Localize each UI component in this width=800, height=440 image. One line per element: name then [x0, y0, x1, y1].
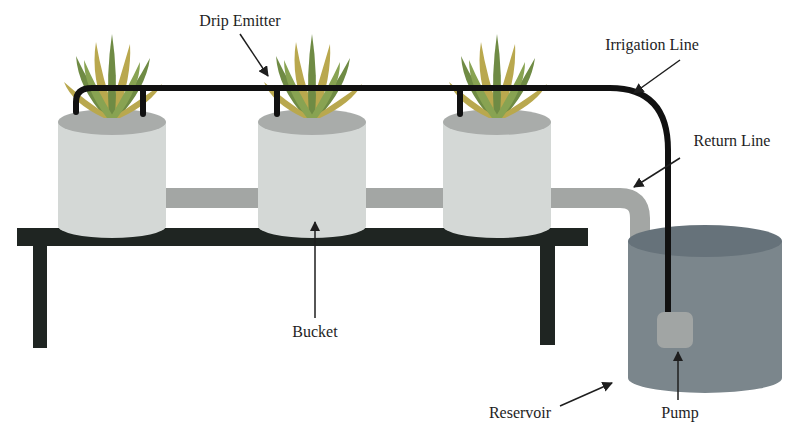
part-label: Drip Emitter	[199, 12, 280, 30]
bucket	[58, 109, 166, 238]
part-label: Reservoir	[489, 404, 551, 422]
leader-arrows	[240, 34, 680, 406]
bucket	[258, 109, 366, 238]
table-leg	[540, 240, 555, 345]
part-label: Bucket	[292, 323, 337, 341]
part-label: Return Line	[694, 132, 771, 150]
plant	[264, 34, 362, 118]
part-label: Pump	[661, 404, 698, 422]
part-label: Irrigation Line	[605, 36, 699, 54]
plant	[449, 34, 547, 118]
return-line	[160, 188, 640, 245]
bucket	[443, 109, 551, 238]
irrigation-line	[76, 88, 668, 318]
pump	[657, 312, 693, 348]
reservoir	[628, 225, 782, 393]
table-leg	[33, 240, 47, 348]
